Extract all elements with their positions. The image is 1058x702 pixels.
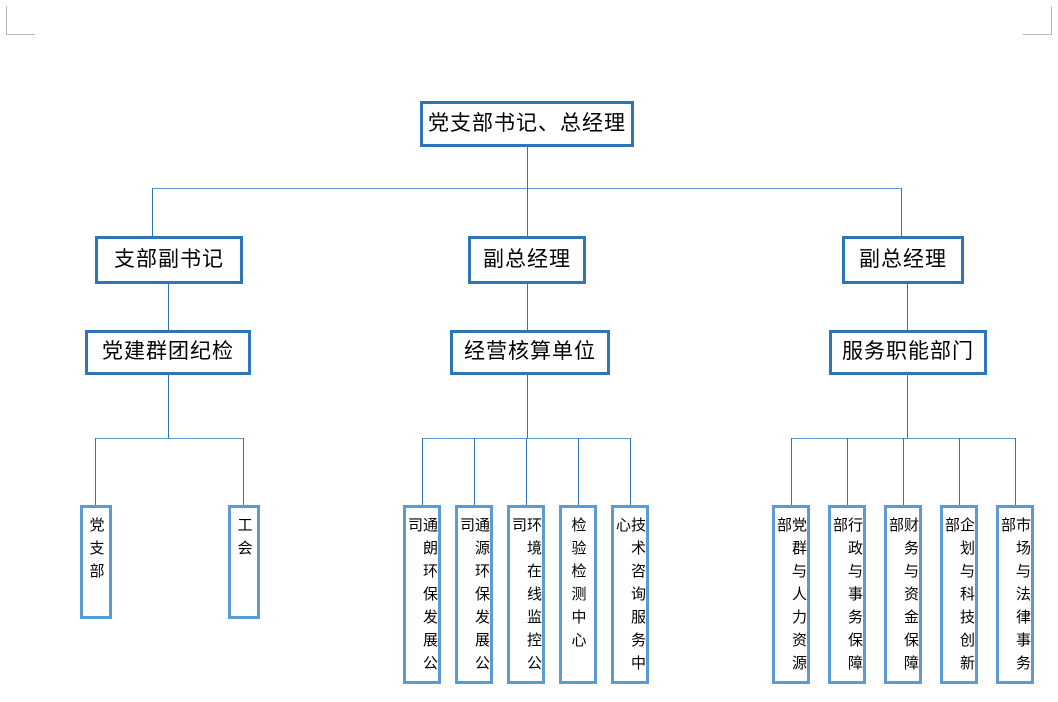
leaf-party-branch[interactable]: 党支部: [80, 505, 112, 619]
leaf-finance-funds-department[interactable]: 财务与资金保障部: [884, 505, 922, 684]
connector-middle-l2-l3: [527, 284, 528, 330]
node-deputy-gm-operations[interactable]: 副总经理: [468, 236, 586, 284]
node-operating-accounting-units[interactable]: 经营核算单位: [450, 330, 610, 375]
leaf-tonglang-env-company[interactable]: 通朗环保发展公司: [403, 505, 441, 684]
node-label: 检验检测中心: [569, 517, 587, 655]
connector-level2-left-drop: [152, 188, 153, 236]
node-label: 党建群团纪检: [102, 340, 234, 364]
connector-right-leaf-drop-1: [791, 438, 792, 505]
connector-left-leaf-bus: [95, 438, 243, 439]
node-root-general-manager[interactable]: 党支部书记、总经理: [420, 101, 634, 147]
leaf-planning-tech-innovation-department[interactable]: 企划与科技创新部: [940, 505, 978, 684]
connector-right-leaf-drop-4: [959, 438, 960, 505]
node-label: 党支部: [87, 517, 105, 586]
leaf-admin-affairs-department[interactable]: 行政与事务保障部: [828, 505, 866, 684]
node-label: 工会: [235, 517, 253, 563]
connector-level2-middle-drop: [527, 188, 528, 236]
connector-left-leaf-drop-1: [95, 438, 96, 505]
connector-right-l3-down: [907, 375, 908, 438]
connector-root-down: [527, 147, 528, 188]
connector-middle-leaf-drop-2: [474, 438, 475, 505]
node-label: 通朗环保发展公司: [406, 517, 438, 678]
node-label: 副总经理: [483, 247, 571, 271]
connector-right-leaf-drop-3: [903, 438, 904, 505]
leaf-inspection-testing-center[interactable]: 检验检测中心: [559, 505, 597, 684]
connector-middle-leaf-drop-3: [526, 438, 527, 505]
leaf-tongyuan-env-company[interactable]: 通源环保发展公司: [455, 505, 493, 684]
node-label: 环境在线监控公司: [510, 517, 542, 678]
node-label: 市场与法律事务部: [999, 517, 1031, 678]
node-label: 支部副书记: [114, 247, 224, 271]
connector-right-leaf-drop-5: [1015, 438, 1016, 505]
connector-right-l2-l3: [907, 284, 908, 330]
node-service-function-departments[interactable]: 服务职能部门: [829, 330, 987, 375]
leaf-env-online-monitoring-company[interactable]: 环境在线监控公司: [507, 505, 545, 684]
node-label: 副总经理: [859, 247, 947, 271]
node-deputy-party-secretary[interactable]: 支部副书记: [95, 236, 243, 284]
leaf-market-legal-affairs-department[interactable]: 市场与法律事务部: [996, 505, 1034, 684]
leaf-party-hr-department[interactable]: 党群与人力资源部: [772, 505, 810, 684]
node-label: 通源环保发展公司: [458, 517, 490, 678]
connector-middle-leaf-drop-5: [630, 438, 631, 505]
connector-middle-l3-down: [527, 375, 528, 438]
node-deputy-gm-services[interactable]: 副总经理: [842, 236, 964, 284]
leaf-tech-consulting-service-center[interactable]: 技术咨询服务中心: [611, 505, 649, 684]
page-corner-mark-top-left: [6, 6, 35, 35]
connector-right-leaf-drop-2: [847, 438, 848, 505]
connector-middle-leaf-drop-1: [422, 438, 423, 505]
leaf-labor-union[interactable]: 工会: [228, 505, 260, 619]
node-label: 经营核算单位: [464, 340, 596, 364]
node-label: 服务职能部门: [842, 340, 974, 364]
connector-left-l3-down: [168, 375, 169, 438]
node-label: 技术咨询服务中心: [614, 517, 646, 678]
connector-left-l2-l3: [168, 284, 169, 330]
node-label: 党群与人力资源部: [775, 517, 807, 678]
connector-middle-leaf-drop-4: [578, 438, 579, 505]
node-label: 行政与事务保障部: [831, 517, 863, 678]
node-party-building-discipline[interactable]: 党建群团纪检: [85, 330, 251, 375]
node-label: 党支部书记、总经理: [428, 111, 626, 135]
node-label: 财务与资金保障部: [887, 517, 919, 678]
connector-level2-right-drop: [901, 188, 902, 236]
node-label: 企划与科技创新部: [943, 517, 975, 678]
page-corner-mark-top-right: [1023, 6, 1052, 35]
connector-left-leaf-drop-2: [243, 438, 244, 505]
